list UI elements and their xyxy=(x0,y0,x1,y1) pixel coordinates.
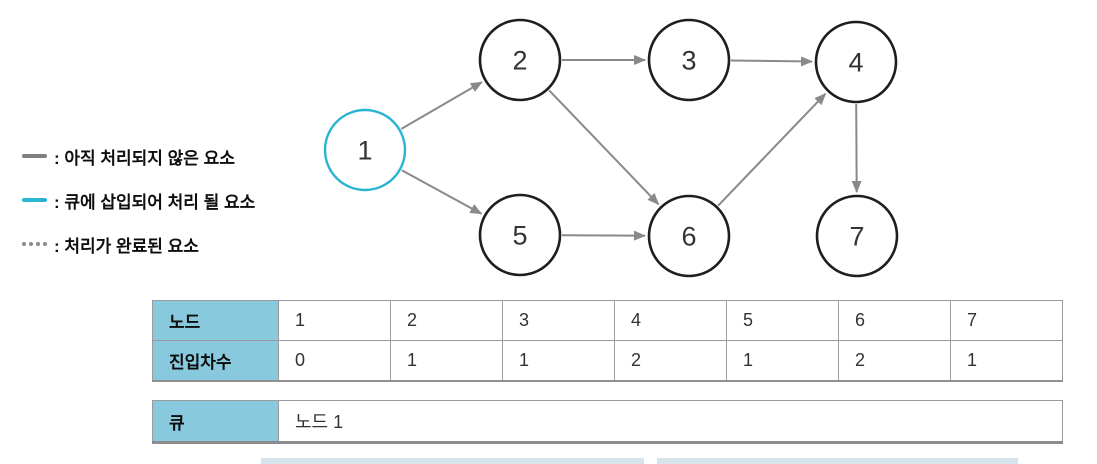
processed-line-swatch xyxy=(22,242,47,246)
unprocessed-line-swatch xyxy=(22,154,47,158)
indegree-cell: 1 xyxy=(950,340,1063,382)
legend-label-queued: : 큐에 삽입되어 처리 될 요소 xyxy=(54,192,256,212)
node-circle-5 xyxy=(478,193,562,277)
indegree-cell: 2 xyxy=(838,340,951,382)
cutoff-row-fragment-left xyxy=(261,458,644,464)
graph-node-5: 5 xyxy=(478,193,562,277)
indegree-cell: 1 xyxy=(726,340,839,382)
edge-1-2 xyxy=(400,81,483,130)
legend-item-unprocessed: : 아직 처리되지 않은 요소 xyxy=(22,146,255,168)
edge-3-4 xyxy=(730,56,813,67)
node-circle-3 xyxy=(647,18,731,102)
node-cell: 6 xyxy=(838,300,951,341)
edge-2-6 xyxy=(548,89,660,206)
indegree-cell: 0 xyxy=(278,340,391,382)
queue-value: 노드 1 xyxy=(278,400,1063,444)
node-cell: 3 xyxy=(502,300,615,341)
node-circle-7 xyxy=(815,194,899,278)
graph-node-2: 2 xyxy=(478,18,562,102)
node-cell: 1 xyxy=(278,300,391,341)
legend-item-queued: : 큐에 삽입되어 처리 될 요소 xyxy=(22,190,256,212)
legend-label-processed: : 처리가 완료된 요소 xyxy=(54,236,199,256)
node-label-5: 5 xyxy=(512,221,527,251)
node-cell: 4 xyxy=(614,300,727,341)
indegree-row-header: 진입차수 xyxy=(152,340,279,382)
node-label-3: 3 xyxy=(681,46,696,76)
node-row-header: 노드 xyxy=(152,300,279,341)
graph-node-3: 3 xyxy=(647,18,731,102)
queued-line-swatch xyxy=(22,198,47,202)
node-circle-6 xyxy=(647,194,731,278)
node-label-7: 7 xyxy=(849,222,864,252)
edge-6-4 xyxy=(717,92,827,207)
graph-node-4: 4 xyxy=(814,20,898,104)
indegree-cell: 2 xyxy=(614,340,727,382)
edge-5-6 xyxy=(561,230,646,241)
legend-item-processed: : 처리가 완료된 요소 xyxy=(22,234,255,256)
graph-node-7: 7 xyxy=(815,194,899,278)
node-label-6: 6 xyxy=(681,222,696,252)
cutoff-row-fragment-right xyxy=(657,458,1018,464)
node-label-4: 4 xyxy=(848,48,863,78)
indegree-cell: 1 xyxy=(502,340,615,382)
node-label-1: 1 xyxy=(357,136,372,166)
graph-node-6: 6 xyxy=(647,194,731,278)
legend-label-unprocessed: : 아직 처리되지 않은 요소 xyxy=(54,148,235,168)
node-cell: 7 xyxy=(950,300,1063,341)
graph-diagram: 1 2 3 4 5 6 7 xyxy=(323,18,899,278)
node-cell: 2 xyxy=(390,300,503,341)
node-circle-4 xyxy=(814,20,898,104)
legend: : 아직 처리되지 않은 요소 : 큐에 삽입되어 처리 될 요소 : 처리가 … xyxy=(22,146,255,278)
node-circle-2 xyxy=(478,18,562,102)
queue-table: 큐 노드 1 xyxy=(152,400,1063,444)
edge-4-7 xyxy=(851,103,862,193)
node-cell: 5 xyxy=(726,300,839,341)
node-label-2: 2 xyxy=(512,46,527,76)
queue-row: 큐 노드 1 xyxy=(152,400,1063,444)
edge-1-5 xyxy=(401,169,483,215)
queue-header: 큐 xyxy=(152,400,279,444)
graph-node-1: 1 xyxy=(323,108,407,192)
node-circle-1 xyxy=(323,108,407,192)
indegree-cell: 1 xyxy=(390,340,503,382)
